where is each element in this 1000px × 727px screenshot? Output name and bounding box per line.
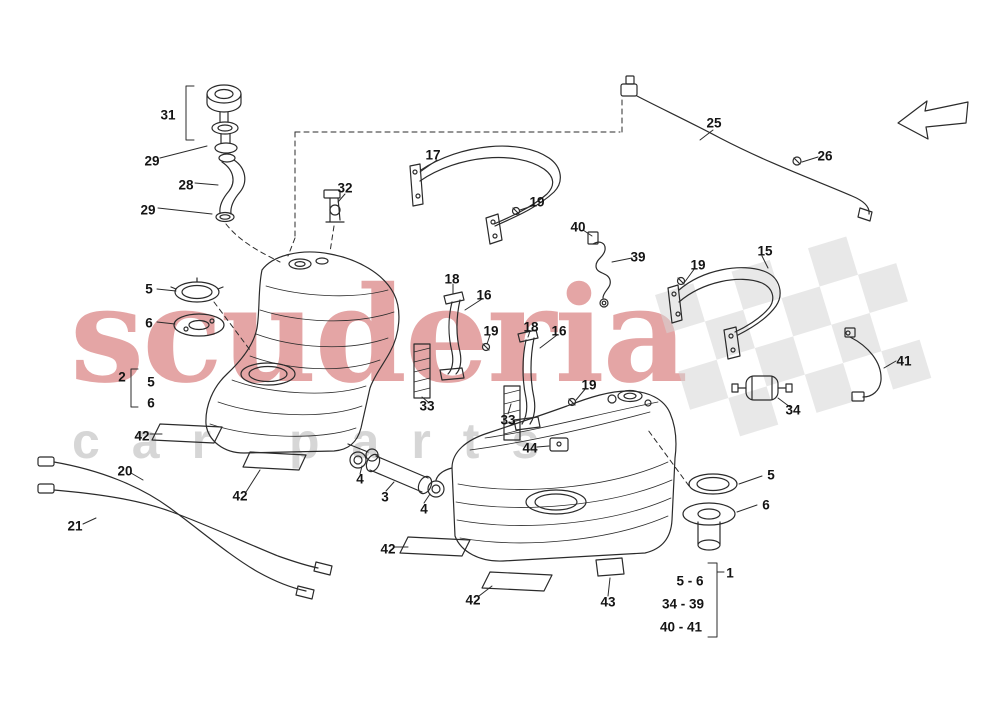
fuel-line-41 [844, 327, 882, 402]
part-callout-19: 19 [581, 377, 597, 393]
part-callout-18: 18 [523, 319, 539, 335]
construction-lines [287, 99, 623, 257]
part-callout-31: 31 [160, 107, 176, 123]
leader-lines [82, 85, 897, 638]
watermark-scuderia: scuderia [70, 258, 688, 413]
part-callout-33: 33 [500, 412, 516, 428]
heat-shield-plates-33 [413, 343, 521, 441]
part-callout-19: 19 [690, 257, 706, 273]
lock-ring-flange-left [170, 277, 251, 351]
part-callout-34: 34 [785, 402, 801, 418]
part-callout-26: 26 [817, 148, 833, 164]
part-callout-19: 19 [483, 323, 499, 339]
part-callout-6: 6 [145, 315, 153, 331]
mounting-pads [151, 423, 625, 592]
part-callout-16: 16 [476, 287, 492, 303]
sensor-wire-39-40 [587, 231, 611, 308]
part-callout-4: 4 [420, 501, 428, 517]
fuel-filter-34 [731, 375, 793, 401]
part-callout-6: 6 [762, 497, 770, 513]
part-callout-29: 29 [140, 202, 156, 218]
part-callout-5: 5 [147, 374, 155, 390]
connecting-pipe-3-4 [349, 451, 445, 498]
part-callout-39: 39 [630, 249, 646, 265]
part-callout-19: 19 [529, 194, 545, 210]
part-callout-6: 6 [147, 395, 155, 411]
part-callout-32: 32 [337, 180, 353, 196]
part-callout-43: 43 [600, 594, 616, 610]
part-callout-16: 16 [551, 323, 567, 339]
part-callout-25: 25 [706, 115, 722, 131]
part-callout-2: 2 [118, 369, 126, 385]
small-straps-16-18 [439, 291, 577, 431]
fuel-pump-right [682, 473, 738, 551]
filler-cap-assembly [206, 84, 281, 263]
part-callout-3: 3 [381, 489, 389, 505]
part-callout-4: 4 [356, 471, 364, 487]
part-callout-5: 5 [767, 467, 775, 483]
part-callout-40-41: 40 - 41 [659, 619, 703, 635]
fuel-hoses-20-21 [37, 456, 333, 600]
part-callout-44: 44 [522, 440, 538, 456]
part-callout-42: 42 [134, 428, 150, 444]
part-callout-5-6: 5 - 6 [676, 573, 704, 589]
part-callout-40: 40 [570, 219, 586, 235]
part-callout-18: 18 [444, 271, 460, 287]
vent-line-25 [620, 75, 873, 222]
part-callout-34-39: 34 - 39 [661, 596, 705, 612]
right-fuel-tank [435, 389, 690, 562]
tank-strap-17 [409, 145, 561, 245]
part-callout-42: 42 [232, 488, 248, 504]
part-callout-15: 15 [757, 243, 773, 259]
part-callout-20: 20 [117, 463, 133, 479]
left-fuel-tank [205, 251, 400, 462]
part-callout-5: 5 [145, 281, 153, 297]
tank-strap-15 [667, 267, 781, 360]
part-callout-33: 33 [419, 398, 435, 414]
bracket-32 [323, 189, 345, 253]
part-callout-42: 42 [465, 592, 481, 608]
part-callout-28: 28 [178, 177, 194, 193]
part-callout-21: 21 [67, 518, 83, 534]
part-callout-1: 1 [726, 565, 734, 581]
part-callout-41: 41 [896, 353, 912, 369]
part-callout-17: 17 [425, 147, 441, 163]
watermark-car-parts: car parts [72, 413, 572, 469]
direction-arrow-icon [897, 100, 969, 140]
part-callout-29: 29 [144, 153, 160, 169]
part-callout-42: 42 [380, 541, 396, 557]
